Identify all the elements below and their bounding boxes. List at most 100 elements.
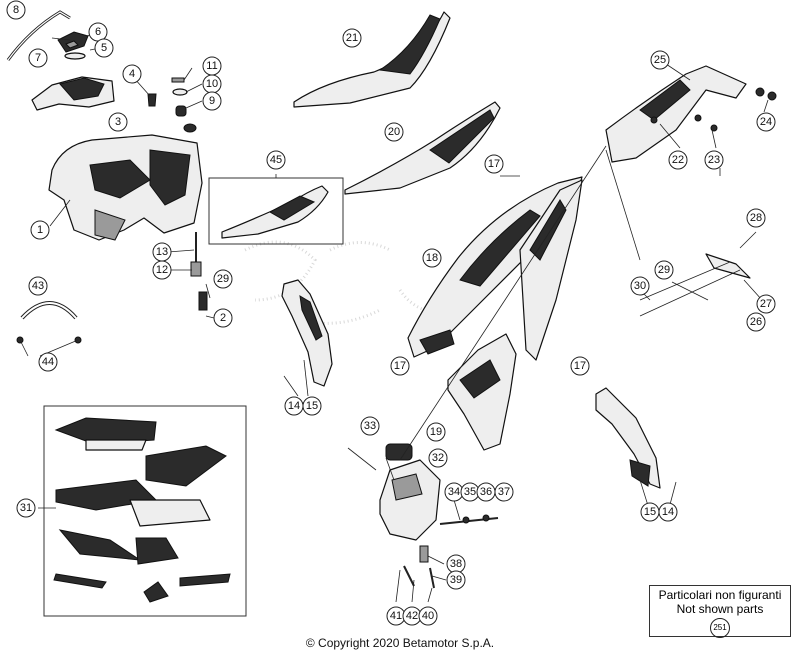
callout-c21: 21 — [342, 28, 362, 48]
svg-text:35: 35 — [464, 486, 476, 498]
callout-c17c: 17 — [570, 356, 590, 376]
callout-c4: 4 — [122, 64, 142, 84]
callout-c42: 42 — [402, 606, 422, 626]
part-11-10-9-hardware — [171, 77, 197, 133]
part-19-lower-shroud — [447, 333, 517, 451]
part-25-rear-fender — [605, 65, 777, 163]
svg-text:20: 20 — [388, 126, 400, 138]
svg-text:32: 32 — [432, 452, 444, 464]
callout-c31: 31 — [16, 498, 36, 518]
part-1-fuel-tank — [48, 134, 203, 241]
callout-c40: 40 — [418, 606, 438, 626]
svg-text:40: 40 — [422, 610, 434, 622]
callout-c24: 24 — [756, 112, 776, 132]
part-20-seat-base — [344, 101, 501, 195]
svg-text:14: 14 — [288, 400, 300, 412]
callout-c15a: 15 — [302, 396, 322, 416]
svg-text:7: 7 — [35, 52, 41, 64]
part-13-12-fuel-line — [190, 232, 202, 277]
callout-c33: 33 — [360, 416, 380, 436]
callout-c27: 27 — [756, 294, 776, 314]
svg-text:13: 13 — [156, 246, 168, 258]
part-21-seat — [293, 11, 451, 108]
svg-text:41: 41 — [390, 610, 402, 622]
callout-c20: 20 — [384, 122, 404, 142]
svg-text:17: 17 — [488, 158, 500, 170]
callout-c14a: 14 — [284, 396, 304, 416]
svg-text:29: 29 — [217, 273, 229, 285]
callout-c44: 44 — [38, 352, 58, 372]
watermark — [244, 240, 461, 325]
callout-c25: 25 — [650, 50, 670, 70]
svg-text:43: 43 — [32, 280, 44, 292]
part-38-42-hardware — [403, 545, 435, 589]
note-ref-callout: 251 — [710, 618, 730, 638]
part-22-23-hardware — [650, 114, 718, 132]
svg-text:18: 18 — [426, 252, 438, 264]
callout-c35: 35 — [460, 482, 480, 502]
svg-text:36: 36 — [480, 486, 492, 498]
svg-text:21: 21 — [346, 32, 358, 44]
callout-c7: 7 — [28, 48, 48, 68]
part-26-27-mud-flap — [639, 253, 751, 317]
svg-text:31: 31 — [20, 502, 32, 514]
callout-c10: 10 — [202, 74, 222, 94]
svg-text:45: 45 — [270, 154, 282, 166]
svg-text:25: 25 — [654, 54, 666, 66]
note-line-italian: Particolari non figuranti — [658, 588, 782, 602]
callout-c15b: 15 — [640, 502, 660, 522]
part-4-fitting — [147, 93, 157, 107]
svg-text:38: 38 — [450, 558, 462, 570]
callout-c26: 26 — [746, 312, 766, 332]
part-43-44-hose — [16, 301, 82, 344]
callout-c29a: 29 — [213, 269, 233, 289]
svg-text:42: 42 — [406, 610, 418, 622]
callout-c1: 1 — [30, 220, 50, 240]
part-45-detail — [208, 177, 344, 245]
svg-text:6: 6 — [95, 26, 101, 38]
part-2-clamp — [198, 291, 208, 311]
svg-text:28: 28 — [750, 212, 762, 224]
callout-c37: 37 — [494, 482, 514, 502]
svg-text:15: 15 — [306, 400, 318, 412]
callout-c32: 32 — [428, 448, 448, 468]
callout-c41: 41 — [386, 606, 406, 626]
callout-c22: 22 — [668, 150, 688, 170]
svg-text:33: 33 — [364, 420, 376, 432]
svg-text:9: 9 — [209, 95, 215, 107]
part-34-37-fasteners — [439, 514, 499, 525]
svg-text:11: 11 — [206, 60, 217, 72]
svg-text:23: 23 — [708, 154, 720, 166]
svg-text:39: 39 — [450, 574, 462, 586]
callout-c12: 12 — [152, 260, 172, 280]
svg-text:34: 34 — [448, 486, 460, 498]
callout-c9: 9 — [202, 91, 222, 111]
callout-c11: 11 — [202, 56, 222, 76]
part-6-fuel-cap — [57, 31, 89, 60]
callout-c39: 39 — [446, 570, 466, 590]
svg-text:10: 10 — [206, 78, 218, 90]
callout-c17b: 17 — [390, 356, 410, 376]
svg-text:2: 2 — [220, 312, 226, 324]
callout-c17a: 17 — [484, 154, 504, 174]
callout-c29b: 29 — [654, 260, 674, 280]
part-14-15-side-panel-left — [281, 279, 333, 387]
svg-text:1: 1 — [37, 224, 43, 236]
svg-text:26: 26 — [750, 316, 762, 328]
svg-text:22: 22 — [672, 154, 684, 166]
callout-c5: 5 — [94, 38, 114, 58]
part-3-tank-cap-bracket — [31, 76, 115, 111]
part-15-14-side-panel-right — [595, 387, 661, 489]
svg-text:30: 30 — [634, 280, 646, 292]
part-32-33-airbox — [379, 443, 441, 541]
svg-text:24: 24 — [760, 116, 772, 128]
callout-c13: 13 — [152, 242, 172, 262]
callout-c36: 36 — [476, 482, 496, 502]
svg-text:12: 12 — [156, 264, 168, 276]
callout-c28: 28 — [746, 208, 766, 228]
callout-c34: 34 — [444, 482, 464, 502]
callout-c45: 45 — [266, 150, 286, 170]
svg-text:5: 5 — [101, 42, 107, 54]
svg-text:17: 17 — [394, 360, 406, 372]
